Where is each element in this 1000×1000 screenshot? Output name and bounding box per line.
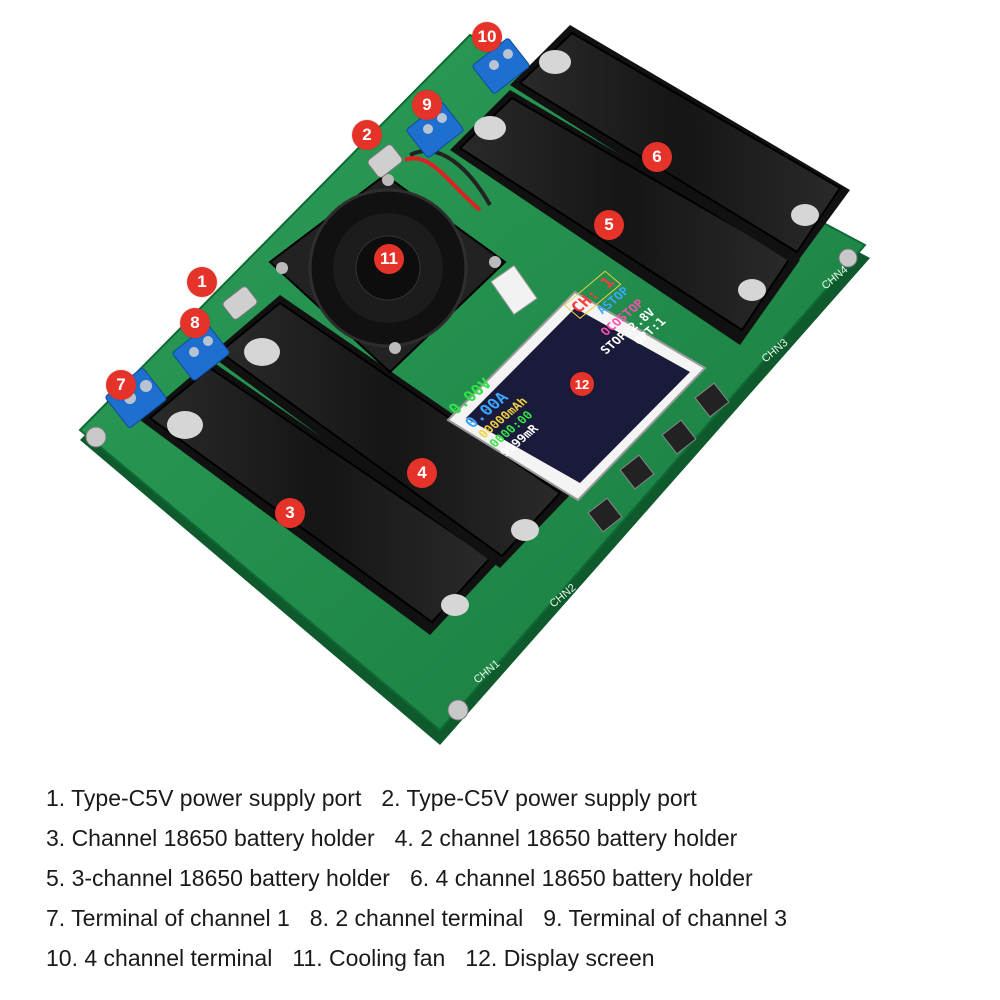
standoff-left bbox=[85, 426, 107, 448]
marker-8: 8 bbox=[180, 308, 210, 338]
legend-item-12: 12. Display screen bbox=[465, 944, 655, 971]
legend-row: 5. 3-channel 18650 battery holder 6. 4 c… bbox=[46, 858, 976, 898]
standoff-right bbox=[838, 248, 858, 268]
legend-row: 3. Channel 18650 battery holder 4. 2 cha… bbox=[46, 818, 976, 858]
legend-item-1: 1. Type-C5V power supply port bbox=[46, 784, 362, 811]
push-buttons bbox=[587, 382, 730, 533]
marker-6: 6 bbox=[642, 142, 672, 172]
marker-5: 5 bbox=[594, 210, 624, 240]
terminal-ch3 bbox=[406, 102, 464, 158]
marker-3: 3 bbox=[275, 498, 305, 528]
legend-item-9: 9. Terminal of channel 3 bbox=[543, 904, 788, 931]
typec-port-1 bbox=[222, 286, 258, 320]
legend-item-5: 5. 3-channel 18650 battery holder bbox=[46, 864, 390, 891]
terminal-ch2 bbox=[172, 325, 230, 381]
legend-item-4: 4. 2 channel 18650 battery holder bbox=[394, 824, 738, 851]
legend-item-6: 6. 4 channel 18650 battery holder bbox=[409, 864, 753, 891]
marker-2: 2 bbox=[352, 120, 382, 150]
legend-row: 7. Terminal of channel 1 8. 2 channel te… bbox=[46, 898, 976, 938]
legend-row: 1. Type-C5V power supply port 2. Type-C5… bbox=[46, 778, 976, 818]
battery-holder-4 bbox=[210, 295, 570, 568]
legend-item-8: 8. 2 channel terminal bbox=[309, 904, 524, 931]
standoff-bottom bbox=[447, 699, 469, 721]
marker-4: 4 bbox=[407, 458, 437, 488]
legend-item-2: 2. Type-C5V power supply port bbox=[381, 784, 697, 811]
legend-item-3: 3. Channel 18650 battery holder bbox=[46, 824, 375, 851]
typec-port-2 bbox=[367, 144, 403, 178]
product-photo: 0.00V CH: 1 0.00A ASTOP 00000mAh OCOSTOP… bbox=[78, 22, 870, 745]
legend-item-10: 10. 4 channel terminal bbox=[46, 944, 273, 971]
marker-7: 7 bbox=[106, 370, 136, 400]
terminal-ch4 bbox=[472, 38, 530, 94]
legend-item-7: 7. Terminal of channel 1 bbox=[46, 904, 290, 931]
legend-item-11: 11. Cooling fan bbox=[292, 944, 446, 971]
battery-holder-5 bbox=[450, 90, 800, 345]
marker-9: 9 bbox=[412, 90, 442, 120]
legend-row: 10. 4 channel terminal 11. Cooling fan 1… bbox=[46, 938, 976, 978]
marker-11: 11 bbox=[374, 244, 404, 274]
marker-12: 12 bbox=[570, 372, 594, 396]
legend: 1. Type-C5V power supply port 2. Type-C5… bbox=[46, 778, 976, 978]
battery-holder-3 bbox=[140, 360, 500, 635]
marker-1: 1 bbox=[187, 267, 217, 297]
marker-10: 10 bbox=[472, 22, 502, 52]
battery-holder-6 bbox=[510, 25, 850, 265]
